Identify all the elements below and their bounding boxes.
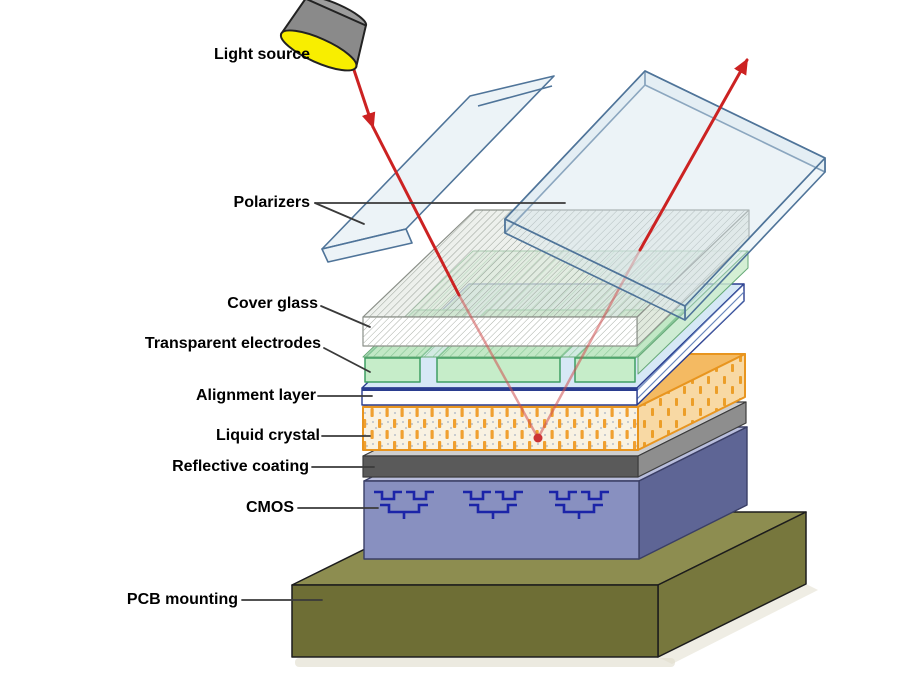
light-source-lamp xyxy=(279,0,368,72)
cover-glass-label: Cover glass xyxy=(227,295,318,312)
electrode-strip-front xyxy=(436,357,561,383)
cover-glass-right-hatch xyxy=(637,210,749,346)
cmos-label: CMOS xyxy=(246,499,294,516)
transparent-electrodes-label: Transparent electrodes xyxy=(144,335,321,352)
transparent-electrodes-leader xyxy=(323,347,371,373)
light-ray-internal xyxy=(457,249,642,443)
pcb-front-face xyxy=(291,584,659,658)
cmos-front-face xyxy=(363,480,640,560)
light-ray-outgoing xyxy=(638,58,749,252)
pcb-mounting-label: PCB mounting xyxy=(126,591,238,608)
polarizers-label: Polarizers xyxy=(233,194,310,211)
leader-lines xyxy=(241,202,566,601)
lamp-light-face xyxy=(279,29,358,72)
alignment-right-face-hatch xyxy=(637,284,744,405)
liquid-crystal-label: Liquid crystal xyxy=(215,427,320,444)
polarizer-left-edge xyxy=(321,228,413,263)
reflection-point xyxy=(533,433,543,443)
cover-glass-front-hatch xyxy=(363,317,637,346)
light-source-label: Light source xyxy=(213,46,310,63)
ground-shadow xyxy=(295,584,818,667)
reflective-coating-label: Reflective coating xyxy=(172,458,309,475)
electrode-strip-front xyxy=(574,357,636,383)
liquid-crystal-front-face xyxy=(362,406,639,451)
electrode-strip-front xyxy=(364,357,421,383)
polarizer-left xyxy=(321,75,555,263)
reflective-front-face xyxy=(362,455,639,478)
alignment-layer-label: Alignment layer xyxy=(195,387,316,404)
polarizer-left-fold xyxy=(477,85,553,107)
polarizer-right-face xyxy=(504,70,826,307)
cover-glass-leader xyxy=(320,305,371,328)
polarizer-right xyxy=(504,70,826,321)
polarizers-leader-diagonal xyxy=(314,202,365,225)
